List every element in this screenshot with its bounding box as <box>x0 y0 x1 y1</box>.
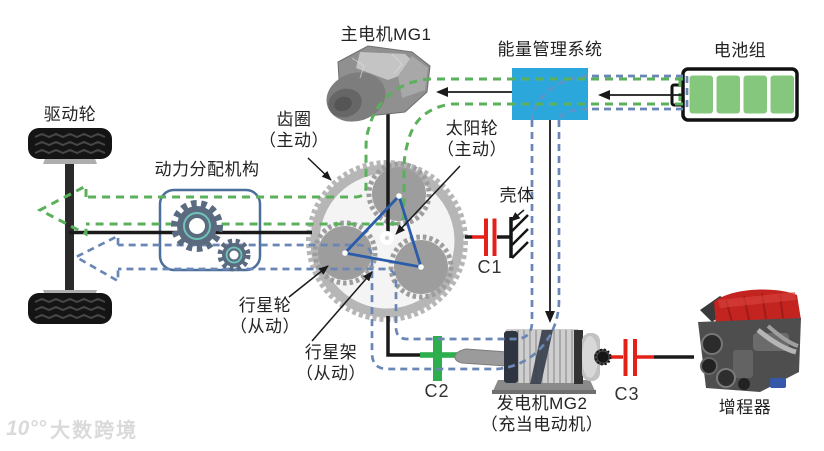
label-mg2: 发电机MG2 （充当电动机） <box>480 394 604 434</box>
flow-blue <box>73 74 689 371</box>
clutch-c1 <box>472 218 497 256</box>
ems-box <box>512 68 589 121</box>
battery-pack-icon <box>670 67 799 122</box>
label-c1: C1 <box>477 257 503 277</box>
green-arrowhead <box>36 183 88 237</box>
label-ring-gear: 齿圈 （主动） <box>259 110 329 150</box>
label-c3: C3 <box>614 384 640 404</box>
drive-wheels <box>28 128 112 324</box>
label-battery: 电池组 <box>713 41 767 60</box>
flow-green <box>36 77 683 237</box>
arrow-planet-gear-label <box>288 265 329 298</box>
label-drive-wheel: 驱动轮 <box>43 105 97 124</box>
power-split-gears-icon <box>171 200 251 272</box>
watermark-logo-icon: 10°° <box>6 416 47 440</box>
clutch-c2 <box>420 336 457 381</box>
label-power-split: 动力分配机构 <box>154 160 260 179</box>
arrow-housing-label <box>510 209 525 222</box>
carrier-mg2-shaft <box>386 316 520 357</box>
tire-top-icon <box>28 128 112 164</box>
electric-arrows <box>436 87 683 323</box>
label-mg1: 主电机MG1 <box>340 25 432 44</box>
planet-carrier-triangle <box>342 193 424 270</box>
arrow-carrier-label <box>311 271 373 342</box>
range-extender-engine-icon <box>698 289 801 392</box>
label-planet-gear: 行星轮 （从动） <box>230 296 300 336</box>
tire-bottom-icon <box>28 290 112 324</box>
housing-ground-symbol <box>509 214 529 259</box>
label-c2: C2 <box>424 381 450 401</box>
clutch-c3 <box>607 339 654 376</box>
label-ems: 能量管理系统 <box>497 40 603 59</box>
label-carrier: 行星架 （从动） <box>296 343 366 383</box>
axle-shaft-vertical <box>65 158 74 295</box>
watermark: 10°° 大数跨境 <box>6 414 138 443</box>
watermark-text: 大数跨境 <box>50 420 139 442</box>
label-housing: 壳体 <box>499 186 535 205</box>
label-arrows <box>288 157 525 342</box>
arrow-sun-gear-label <box>395 165 461 235</box>
label-range-extender: 增程器 <box>718 398 772 417</box>
mg1-motor-icon <box>326 45 431 122</box>
blue-arrowhead <box>73 233 120 284</box>
mg2-motor-icon <box>454 329 612 394</box>
arrow-ring-gear-label <box>307 157 332 181</box>
label-sun-gear: 太阳轮 （主动） <box>437 119 507 159</box>
